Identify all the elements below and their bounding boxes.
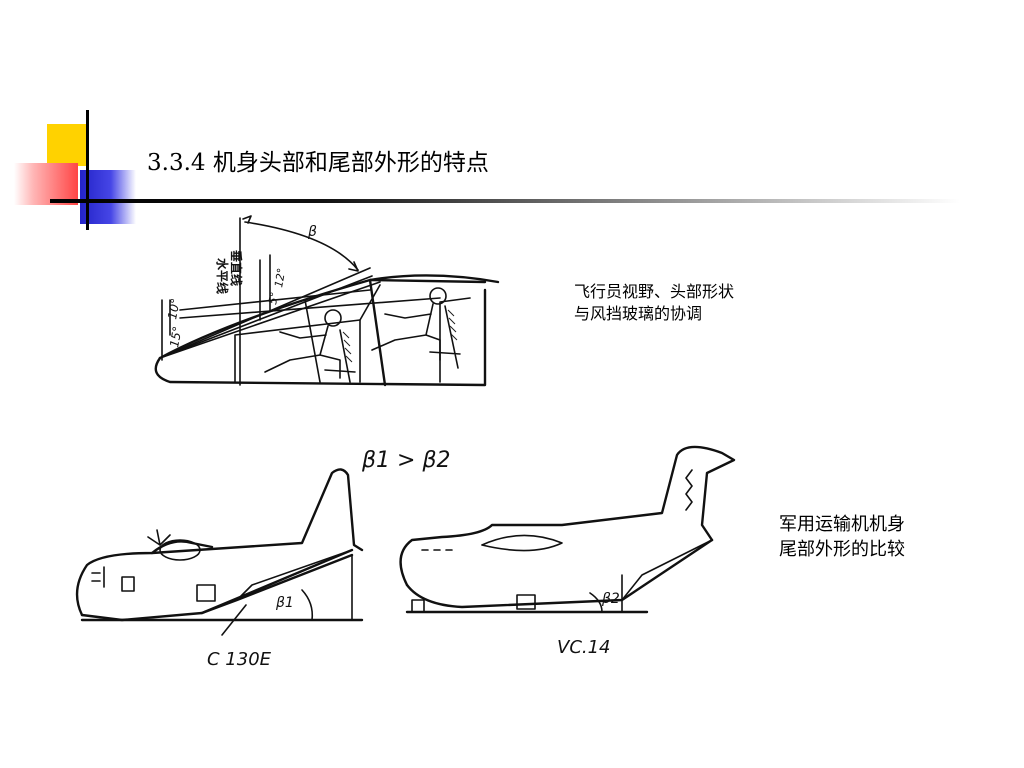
cockpit-caption: 飞行员视野、头部形状 与风挡玻璃的协调 bbox=[574, 281, 734, 325]
vertical-line-label: 垂直线 bbox=[229, 250, 244, 286]
horizontal-line-label: 水平线 bbox=[215, 258, 230, 294]
deco-vertical-line bbox=[86, 110, 89, 230]
beta-label: β bbox=[307, 224, 317, 240]
transport-comparison-diagram: β1 > β2 β1 C 130E β2 VC.14 bbox=[75, 445, 736, 670]
c130e-label: C 130E bbox=[207, 649, 272, 670]
angle-12-label: 12° bbox=[272, 267, 288, 288]
transport-caption-line1: 军用运输机机身 bbox=[779, 514, 905, 535]
transport-caption: 军用运输机机身 尾部外形的比较 bbox=[779, 512, 905, 562]
cockpit-caption-line2: 与风挡玻璃的协调 bbox=[574, 304, 703, 323]
deco-red-square bbox=[14, 163, 78, 205]
slide-title: 3.3.4 机身头部和尾部外形的特点 bbox=[147, 150, 489, 176]
beta2-label: β2 bbox=[601, 591, 620, 607]
vc14-sketch: β2 VC.14 bbox=[399, 445, 736, 658]
cockpit-caption-line1: 飞行员视野、头部形状 bbox=[574, 282, 735, 301]
angle-10-label: 10° bbox=[165, 297, 182, 320]
c130e-sketch: β1 C 130E bbox=[75, 468, 364, 670]
beta1-label: β1 bbox=[275, 595, 294, 611]
deco-blue-square bbox=[80, 170, 136, 224]
cockpit-view-diagram: β 15° 10° 5° 12° 水平线 垂直线 bbox=[154, 215, 500, 387]
angle-5-label: 5° bbox=[266, 291, 281, 306]
beta-relation-label: β1 > β2 bbox=[361, 448, 451, 473]
angle-15-label: 15° bbox=[167, 325, 184, 348]
deco-yellow-square bbox=[47, 124, 87, 166]
vc14-label: VC.14 bbox=[557, 637, 611, 658]
title-underline bbox=[50, 199, 960, 203]
transport-caption-line2: 尾部外形的比较 bbox=[779, 539, 905, 560]
